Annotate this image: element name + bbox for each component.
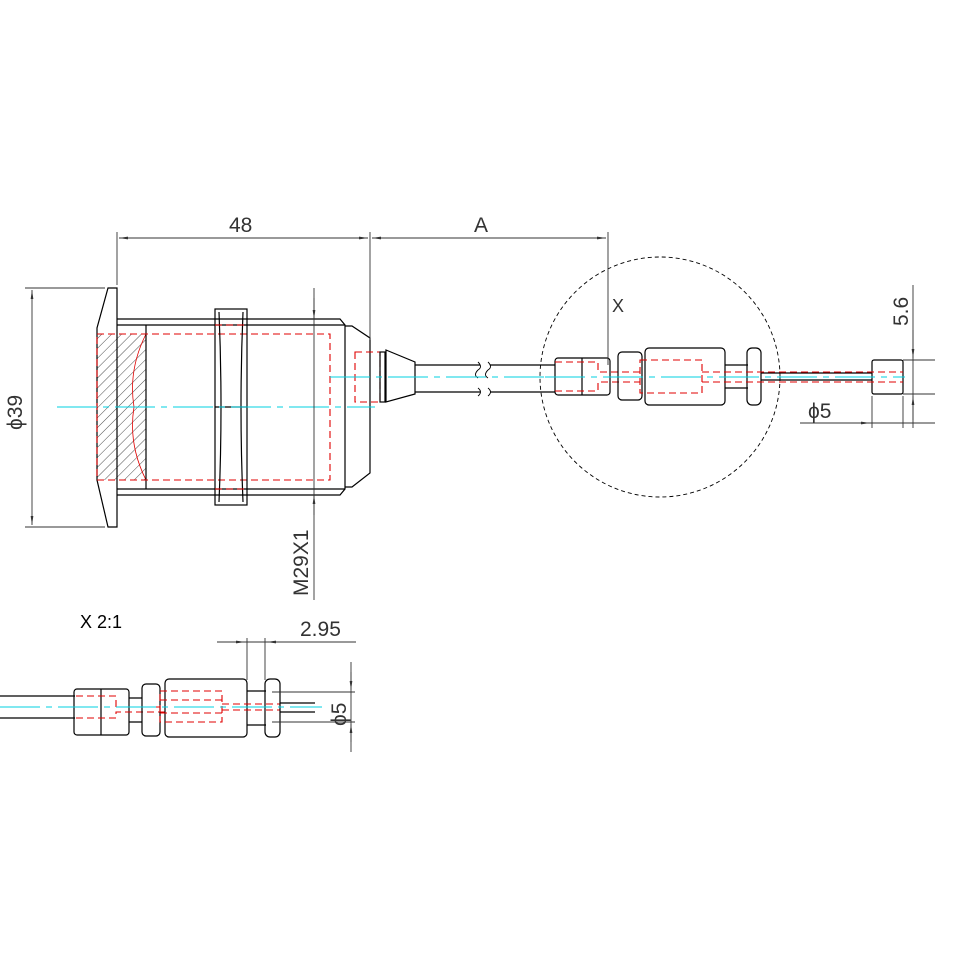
connector-detail-view [0, 678, 322, 738]
dimensions-detail [217, 638, 356, 752]
dim-length-label: 48 [229, 214, 252, 237]
cable-gland [354, 349, 555, 403]
dimensions-main [25, 232, 935, 600]
connector-main-view [545, 347, 905, 406]
detail-title: X 2:1 [80, 612, 122, 632]
dim-cap-diameter-label: ϕ5 [808, 400, 831, 423]
dim-thread-label: M29X1 [290, 529, 313, 596]
dim-cable-length-label: A [474, 214, 488, 237]
sensor-main-view [57, 287, 560, 528]
dim-detail-diameter-label: ϕ5 [328, 703, 351, 726]
detail-marker-label: X [612, 296, 624, 316]
dim-flange-diameter-label: ϕ39 [4, 395, 27, 430]
dim-cap-length-label: 5.6 [890, 297, 913, 326]
dim-collar-width-label: 2.95 [300, 618, 341, 641]
